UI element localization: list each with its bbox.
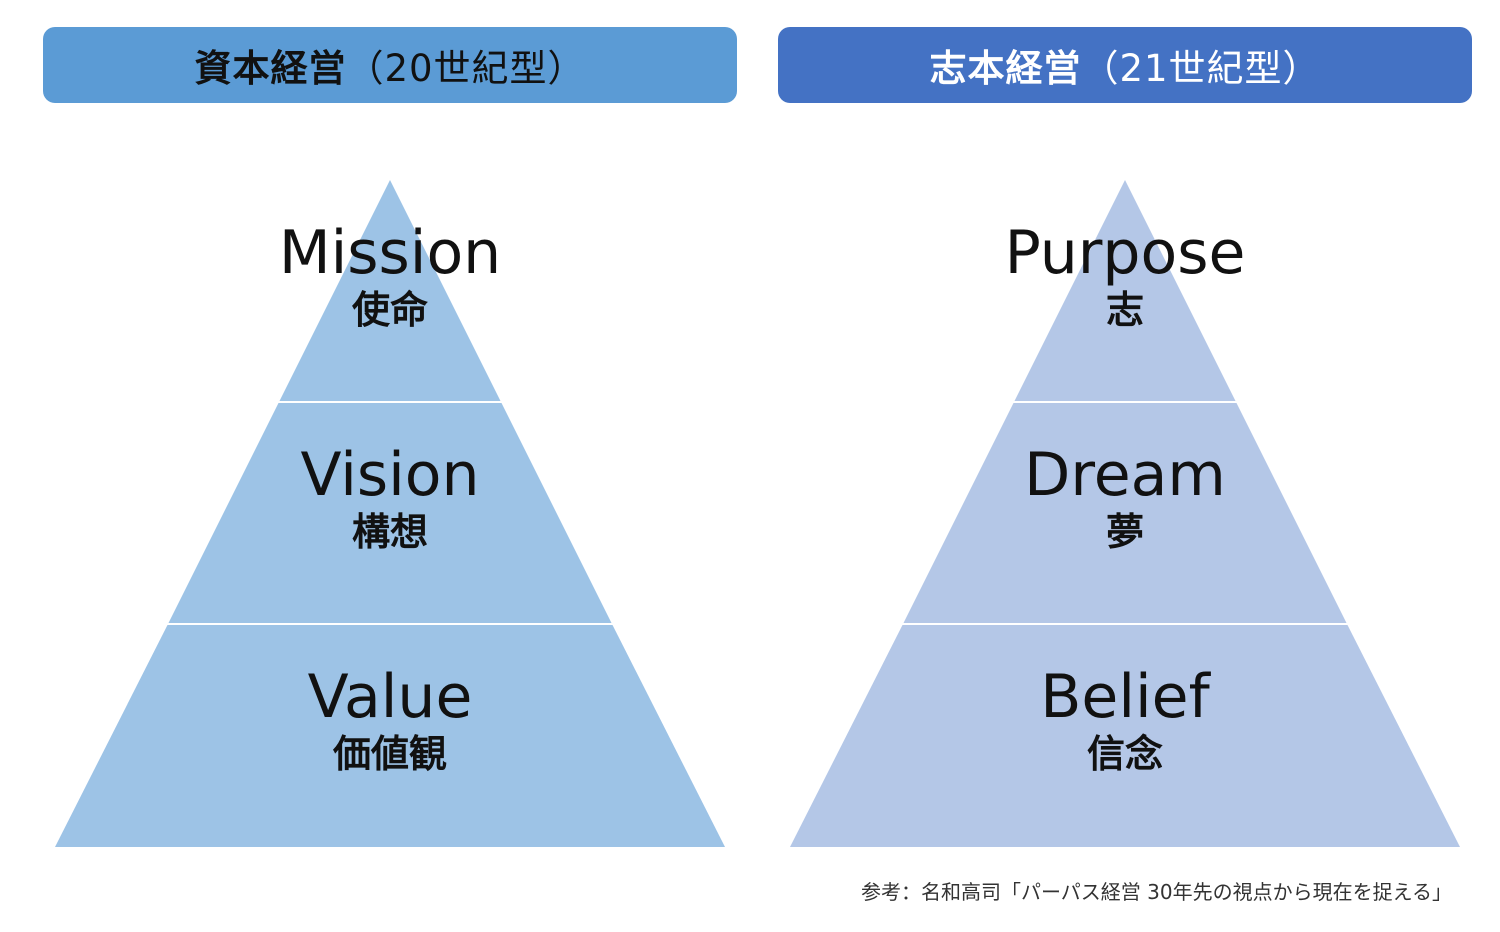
pyramid-tier-bottom [55, 624, 725, 847]
pyramid-tier-middle [903, 402, 1347, 624]
pyramid-level-purpose: Purpose 志 [790, 220, 1460, 334]
pyramid-level-belief: Belief 信念 [790, 664, 1460, 778]
level-japanese-label: 使命 [351, 288, 428, 332]
level-english-label: Mission [278, 218, 502, 288]
pyramid-tier-top [279, 180, 501, 402]
level-english-label: Dream [1024, 440, 1226, 510]
level-english-label: Belief [1040, 662, 1210, 732]
header-capital-management: 資本経営（20世紀型） [43, 27, 737, 103]
level-japanese-label: 夢 [1105, 510, 1144, 554]
level-japanese-label: 価値観 [332, 732, 447, 776]
header-purpose-management: 志本経営（21世紀型） [778, 27, 1472, 103]
pyramid-level-mission: Mission 使命 [55, 220, 725, 334]
pyramid-tier-bottom [790, 624, 1460, 847]
pyramid-level-dream: Dream 夢 [790, 442, 1460, 556]
pyramid-shape [790, 180, 1460, 847]
pyramid-purpose-management: Purpose 志 Dream 夢 Belief 信念 [790, 180, 1460, 847]
pyramid-level-value: Value 価値観 [55, 664, 725, 778]
header-title-sub: （20世紀型） [346, 47, 586, 90]
pyramid-tier-middle [168, 402, 612, 624]
pyramid-tier-top [1014, 180, 1236, 402]
header-title-sub: （21世紀型） [1081, 47, 1321, 90]
pyramid-shape [55, 180, 725, 847]
header-title-main: 志本経営 [929, 47, 1082, 90]
level-english-label: Value [307, 662, 473, 732]
header-title-main: 資本経営 [194, 47, 347, 90]
level-japanese-label: 構想 [351, 510, 428, 554]
level-english-label: Vision [300, 440, 480, 510]
pyramid-capital-management: Mission 使命 Vision 構想 Value 価値観 [55, 180, 725, 847]
level-english-label: Purpose [1004, 218, 1246, 288]
pyramid-level-vision: Vision 構想 [55, 442, 725, 556]
reference-citation: 参考：名和高司「パーパス経営 30年先の視点から現在を捉える」 [860, 880, 1452, 904]
level-japanese-label: 志 [1105, 288, 1144, 332]
level-japanese-label: 信念 [1086, 732, 1163, 776]
